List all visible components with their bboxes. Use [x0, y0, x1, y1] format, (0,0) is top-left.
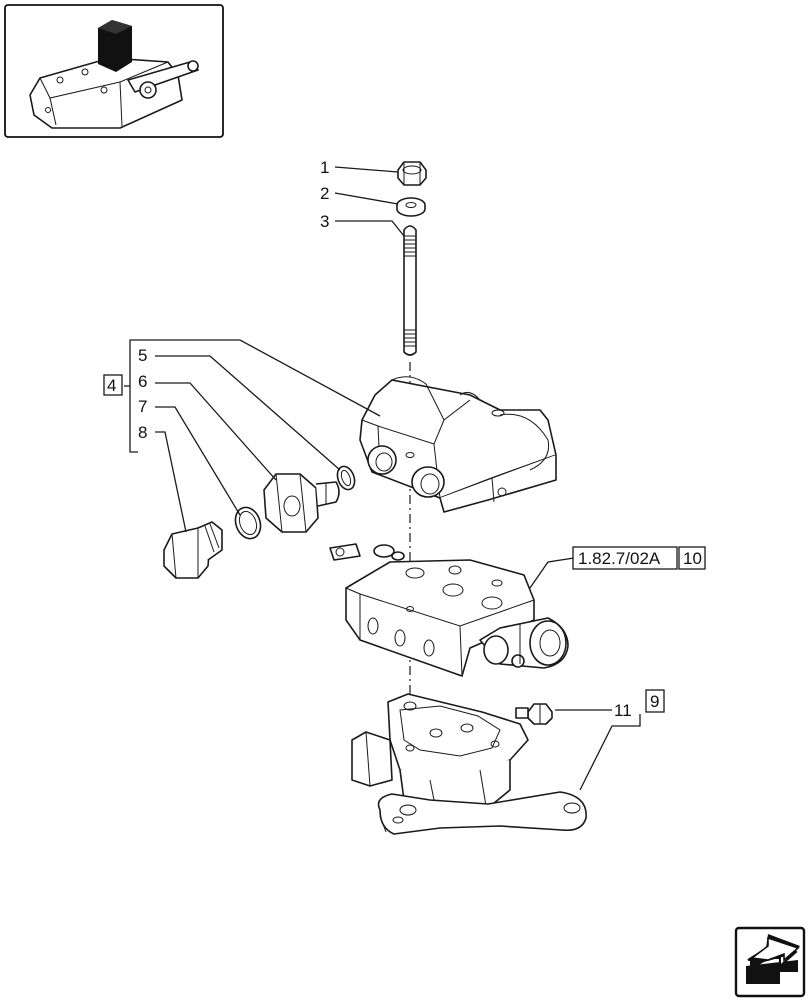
part-4-cover-block [359, 376, 557, 513]
part-6-fitting [263, 473, 340, 533]
callout-label-8: 8 [138, 423, 147, 442]
next-page-arrow-icon[interactable] [734, 926, 806, 998]
callout-label-11: 11 [614, 701, 632, 720]
callout-1-leader [334, 166, 399, 173]
part-2-washer [396, 197, 426, 217]
callout-label-2: 2 [320, 184, 329, 203]
reference-label-valve: 1.82.7/02A [578, 549, 661, 568]
callout-label-9: 9 [650, 692, 659, 711]
callout-6-leader [155, 382, 277, 481]
callout-box-9 [645, 689, 665, 713]
callout-box-4 [103, 374, 123, 396]
part-9-base-support [351, 693, 587, 835]
callout-2-leader [334, 192, 399, 205]
assembly-thumbnail [4, 4, 224, 138]
tractor-lift-thumbnail-icon [29, 20, 199, 129]
callout-10-leader [529, 557, 575, 589]
callout-label-10: 10 [683, 549, 702, 568]
part-7-o-ring [234, 506, 262, 540]
callout-label-1: 1 [320, 158, 329, 177]
callout-label-7: 7 [138, 397, 147, 416]
part-8-plug [163, 521, 223, 579]
callout-3-leader [335, 220, 405, 237]
callout-7-leader [155, 406, 241, 516]
part-3-stud [403, 225, 417, 356]
callout-label-6: 6 [138, 372, 147, 391]
callout-box-10 [678, 546, 706, 570]
part-1-nut [397, 161, 427, 186]
part-5-o-ring [336, 465, 356, 491]
reference-box-valve [572, 546, 678, 570]
callout-5-leader [155, 355, 341, 471]
callout-label-4: 4 [107, 376, 116, 395]
part-10-control-valve [329, 543, 569, 677]
callout-9-leader [579, 714, 641, 791]
callout-label-3: 3 [320, 212, 329, 231]
callout-8-leader [155, 431, 187, 533]
callout-label-5: 5 [138, 346, 147, 365]
part-11-plug-screw [515, 703, 553, 725]
callout-4-bracket [124, 339, 381, 453]
